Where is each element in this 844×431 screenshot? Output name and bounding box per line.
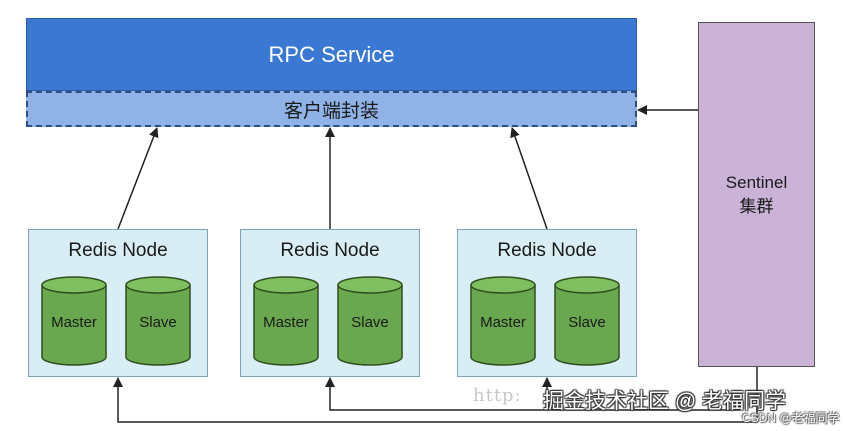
juejin-watermark: 掘金技术社区 @ 老福同学 xyxy=(543,390,786,413)
url-watermark: http: xyxy=(473,385,522,406)
database-cylinder-icon xyxy=(253,276,319,366)
arrow-node3-to-rpc xyxy=(510,127,548,230)
database-cylinder-icon xyxy=(125,276,191,366)
database-cylinder-icon xyxy=(337,276,403,366)
redis-node-title: Redis Node xyxy=(68,240,168,261)
csdn-watermark: CSDN @老福同学 xyxy=(742,411,840,425)
slave-cylinder: Slave xyxy=(554,276,620,366)
database-cylinder-icon xyxy=(470,276,536,366)
database-cylinder-icon xyxy=(554,276,620,366)
master-cylinder: Master xyxy=(470,276,536,366)
sentinel-line-node2 xyxy=(325,377,740,411)
sentinel-cluster-block: Sentinel 集群 xyxy=(698,22,815,367)
sentinel-name: Sentinel xyxy=(725,172,788,192)
rpc-service-label: RPC Service xyxy=(268,41,395,67)
slave-label: Slave xyxy=(568,314,606,331)
redis-node-2: Redis Node Master Slave xyxy=(240,229,420,377)
redis-node-title: Redis Node xyxy=(497,240,597,261)
database-cylinder-icon xyxy=(41,276,107,366)
redis-node-1: Redis Node Master Slave xyxy=(28,229,208,377)
client-wrapper-layer: 客户端封装 xyxy=(26,91,637,127)
master-cylinder: Master xyxy=(253,276,319,366)
slave-cylinder: Slave xyxy=(337,276,403,366)
rpc-service-block: RPC Service xyxy=(26,18,637,91)
redis-node-title: Redis Node xyxy=(280,240,380,261)
sentinel-cluster-label: 集群 xyxy=(739,196,774,216)
master-label: Master xyxy=(480,314,526,331)
master-cylinder: Master xyxy=(41,276,107,366)
master-label: Master xyxy=(51,314,97,331)
slave-label: Slave xyxy=(139,314,177,331)
arrow-node1-to-rpc xyxy=(117,127,159,230)
redis-node-3: Redis Node Master Slave xyxy=(457,229,637,377)
slave-label: Slave xyxy=(351,314,389,331)
slave-cylinder: Slave xyxy=(125,276,191,366)
client-wrapper-label: 客户端封装 xyxy=(283,100,379,122)
sentinel-line-node1 xyxy=(113,367,758,423)
master-label: Master xyxy=(263,314,309,331)
